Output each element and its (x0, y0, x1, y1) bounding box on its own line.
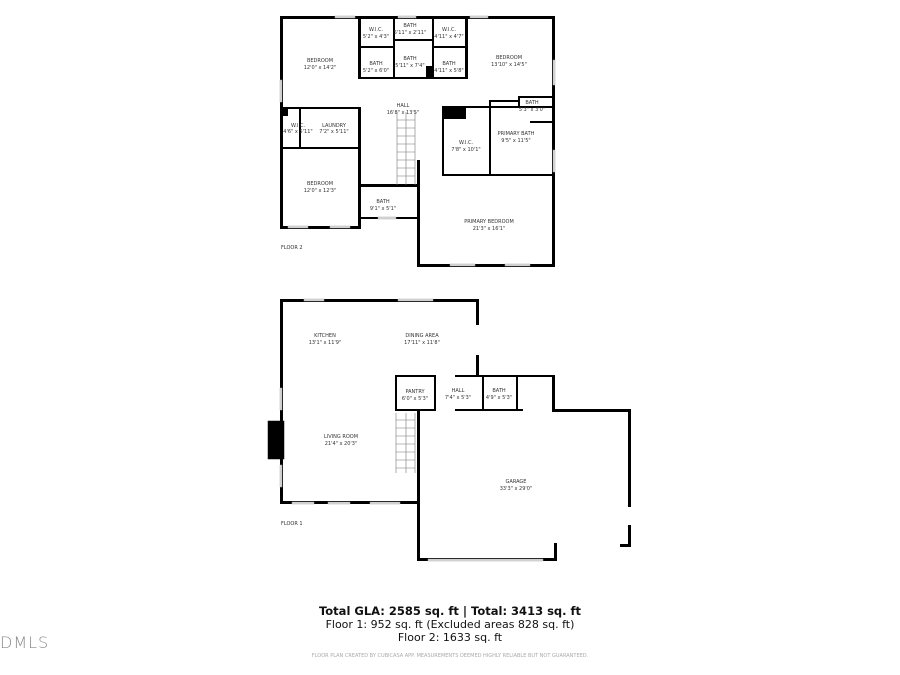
dmls-logo: DMLS (0, 633, 50, 652)
room-name: BATH (492, 388, 506, 394)
room-dims: 16'8" x 13'5" (387, 110, 420, 116)
room-dims: 17'11" x 11'8" (404, 340, 440, 346)
room-name: PRIMARY BEDROOM (464, 219, 514, 225)
room-dims: 6'0" x 5'3" (402, 396, 428, 402)
room-dims: 4'11" x 5'8" (434, 68, 463, 74)
floor2-room-labels: BEDROOM 12'0" x 14'2" W.I.C. 5'2" x 4'3"… (281, 23, 545, 251)
room-name: BEDROOM (496, 55, 522, 61)
room-name: GARAGE (506, 479, 527, 485)
room-dims: 5'11" x 2'11" (394, 30, 427, 36)
room-name: W.I.C. (369, 27, 384, 33)
room-name: LIVING ROOM (324, 434, 358, 440)
room-name: W.I.C. (442, 27, 457, 33)
floor2-walls (279, 15, 556, 267)
room-dims: 13'10" x 14'5" (491, 62, 527, 68)
room-dims: 5'3" x 3'0" (519, 107, 545, 113)
floor2-area: Floor 2: 1633 sq. ft (397, 631, 503, 644)
room-dims: 5'2" x 4'3" (363, 34, 389, 40)
room-name: DINING AREA (405, 333, 439, 339)
room-name: BATH (376, 199, 390, 205)
room-name: BATH (525, 100, 539, 106)
room-dims: 9'5" x 11'5" (501, 138, 530, 144)
room-dims: 12'0" x 14'2" (304, 65, 337, 71)
room-dims: 21'4" x 20'3" (325, 441, 358, 447)
floor1-label: FLOOR 1 (281, 521, 303, 527)
room-name: BATH (369, 61, 383, 67)
room-name: BEDROOM (307, 58, 333, 64)
room-name: BATH (403, 56, 417, 62)
room-name: BATH (442, 61, 456, 67)
room-name: PRIMARY BATH (498, 131, 535, 137)
total-area: Total GLA: 2585 sq. ft | Total: 3413 sq.… (318, 604, 582, 618)
room-dims: 21'3" x 16'1" (473, 226, 506, 232)
room-dims: 5'2" x 6'0" (363, 68, 389, 74)
disclaimer: FLOOR PLAN CREATED BY CUBICASA APP. MEAS… (311, 653, 589, 659)
room-dims: 9'1" x 5'1" (370, 206, 396, 212)
room-dims: 7'8" x 10'1" (451, 147, 480, 153)
room-name: HALL (397, 103, 410, 109)
room-dims: 5'11" x 7'4" (395, 63, 424, 69)
room-dims: 4'6" x 5'11" (283, 129, 312, 135)
room-name: W.I.C. (291, 123, 306, 129)
room-dims: 12'0" x 12'3" (304, 188, 337, 194)
room-dims: 33'3" x 29'0" (500, 486, 533, 492)
floor1-area: Floor 1: 952 sq. ft (Excluded areas 828 … (325, 618, 575, 631)
room-dims: 13'1" x 11'9" (309, 340, 342, 346)
room-name: KITCHEN (314, 333, 336, 339)
room-name: W.I.C. (459, 140, 474, 146)
room-dims: 4'11" x 4'7" (434, 34, 463, 40)
room-dims: 7'4" x 5'3" (445, 395, 471, 401)
room-name: PANTRY (405, 389, 425, 395)
room-name: LAUNDRY (322, 123, 347, 129)
room-dims: 7'2" x 5'11" (319, 129, 348, 135)
room-name: BATH (403, 23, 417, 29)
floor2-label: FLOOR 2 (281, 245, 303, 251)
room-name: BEDROOM (307, 181, 333, 187)
room-dims: 4'9" x 5'3" (486, 395, 512, 401)
floor1-walls (267, 298, 631, 562)
floor1-room-labels: KITCHEN 13'1" x 11'9" DINING AREA 17'11"… (281, 333, 532, 527)
room-name: HALL (452, 388, 465, 394)
